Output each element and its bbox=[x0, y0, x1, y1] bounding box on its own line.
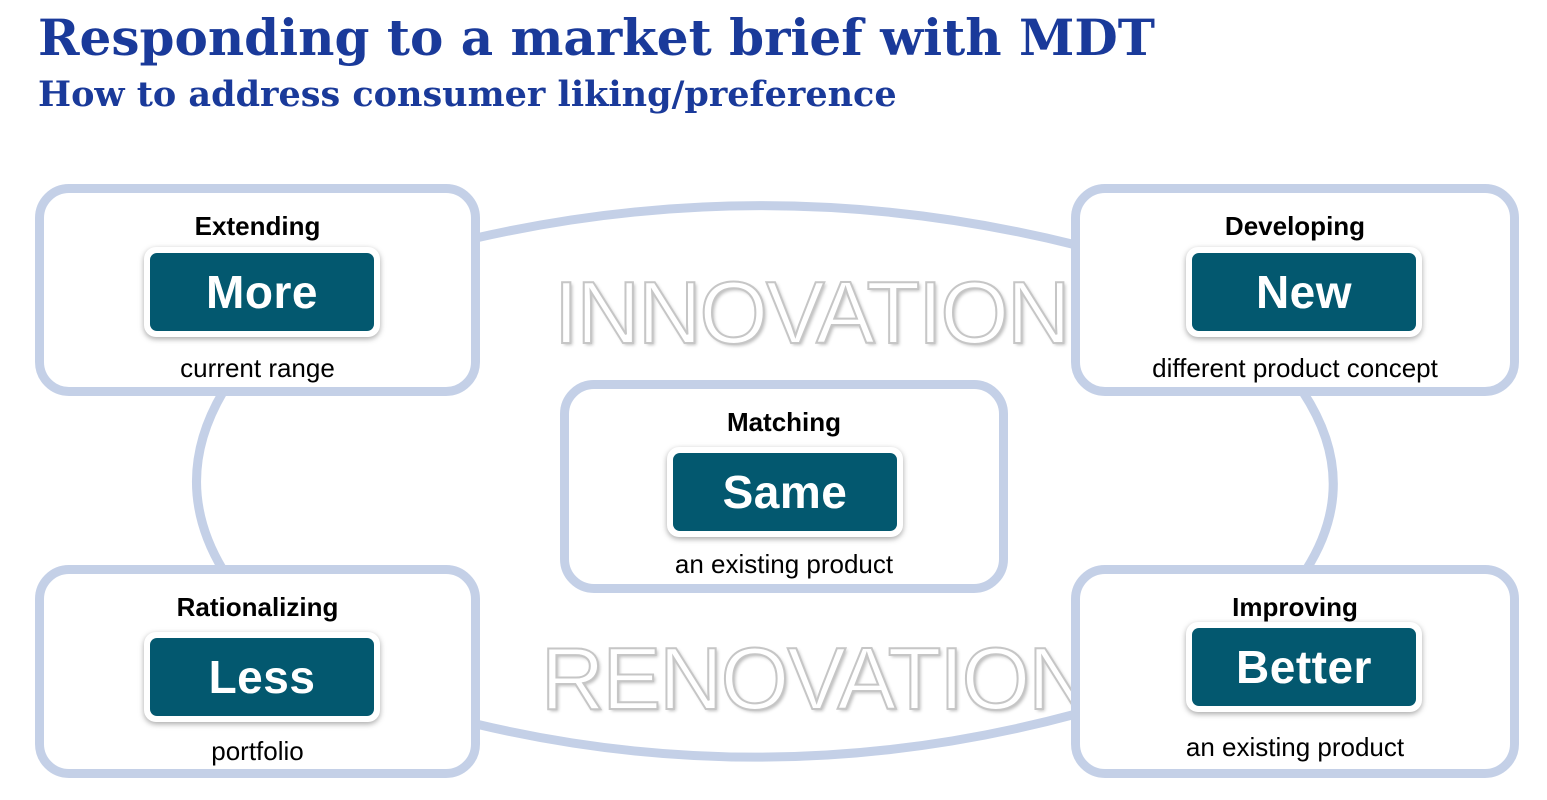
connector-left bbox=[192, 389, 227, 573]
action-pill-less: Less bbox=[144, 632, 380, 722]
page-subtitle: How to address consumer liking/preferenc… bbox=[38, 74, 897, 115]
action-label: New bbox=[1192, 253, 1416, 331]
action-label: Same bbox=[673, 453, 897, 531]
card-heading: Rationalizing bbox=[176, 592, 339, 622]
card-caption: different product concept bbox=[1152, 353, 1438, 383]
innovation-label: INNOVATION bbox=[553, 262, 1072, 363]
action-label: Less bbox=[150, 638, 374, 716]
card-caption: current range bbox=[180, 353, 335, 383]
card-matching: Matching Same an existing product bbox=[560, 380, 1008, 593]
card-heading: Developing bbox=[1224, 211, 1366, 241]
action-pill-better: Better bbox=[1186, 622, 1422, 712]
action-label: More bbox=[150, 253, 374, 331]
card-developing: Developing New different product concept bbox=[1071, 184, 1519, 396]
connector-right bbox=[1299, 389, 1338, 573]
connector-bottom bbox=[474, 709, 1078, 762]
page-title: Responding to a market brief with MDT bbox=[38, 8, 1155, 67]
action-pill-more: More bbox=[144, 247, 380, 337]
action-pill-same: Same bbox=[667, 447, 903, 537]
card-heading: Extending bbox=[194, 211, 321, 241]
card-caption: an existing product bbox=[674, 549, 894, 579]
card-caption: portfolio bbox=[211, 736, 304, 766]
card-heading: Improving bbox=[1232, 592, 1358, 622]
card-caption: an existing product bbox=[1185, 732, 1405, 762]
action-pill-new: New bbox=[1186, 247, 1422, 337]
action-label: Better bbox=[1192, 628, 1416, 706]
renovation-label: RENOVATION bbox=[540, 628, 1093, 729]
card-extending: Extending More current range bbox=[35, 184, 480, 396]
card-heading: Matching bbox=[726, 407, 842, 437]
card-rationalizing: Rationalizing Less portfolio bbox=[35, 565, 480, 778]
card-improving: Improving Better an existing product bbox=[1071, 565, 1519, 778]
connector-top bbox=[475, 201, 1078, 250]
